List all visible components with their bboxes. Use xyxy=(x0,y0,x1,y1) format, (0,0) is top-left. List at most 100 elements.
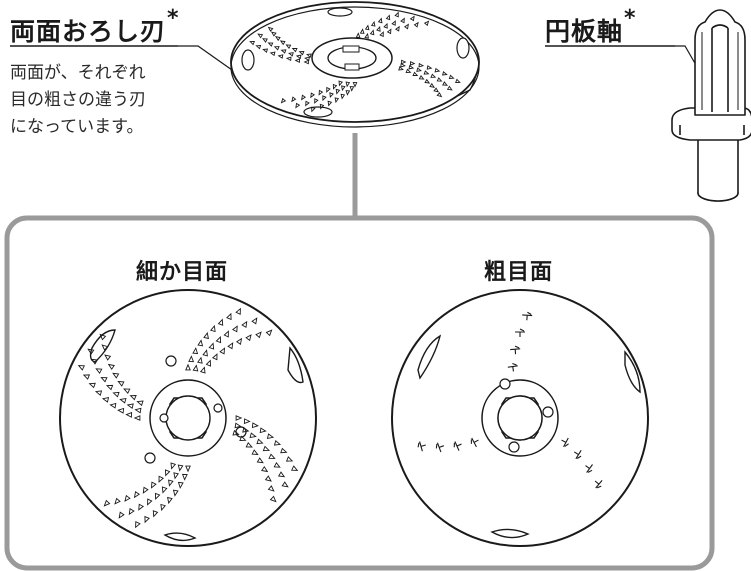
fine-tooth xyxy=(134,407,142,414)
top-disc-tooth xyxy=(273,46,280,51)
top-disc-tooth xyxy=(306,53,312,59)
fine-tooth xyxy=(90,358,99,365)
fine-tooth xyxy=(150,481,157,489)
fine-tooth xyxy=(227,342,234,350)
top-disc-tooth xyxy=(267,26,274,32)
fine-tooth xyxy=(199,366,206,374)
fine-tooth xyxy=(109,402,117,409)
fine-tooth xyxy=(239,435,247,441)
fine-tooth xyxy=(101,397,110,403)
top-disc-tooth xyxy=(446,85,453,91)
top-disc-tooth xyxy=(370,20,376,27)
fine-tooth xyxy=(251,317,258,325)
fine-tooth xyxy=(103,499,111,507)
top-disc-tooth xyxy=(359,28,365,34)
fine-tooth xyxy=(273,461,281,468)
fine-tooth xyxy=(249,432,257,438)
top-disc-tooth xyxy=(418,62,425,68)
shaft-title-asterisk: * xyxy=(624,6,637,31)
fine-tooth xyxy=(266,433,275,439)
top-disc-tooth xyxy=(345,90,351,96)
coarse-blade xyxy=(585,464,593,473)
fine-tooth xyxy=(112,372,120,379)
top-disc-tooth xyxy=(291,48,298,53)
fine-tooth xyxy=(144,515,150,524)
coarse-blade xyxy=(594,480,603,489)
fine-tooth xyxy=(117,380,125,387)
disc-leader-line xyxy=(178,45,233,71)
fine-tooth xyxy=(118,511,125,519)
top-disc-tooth xyxy=(418,74,425,80)
fine-tooth xyxy=(251,422,259,429)
top-disc-tooth xyxy=(409,60,416,66)
coarse-blade xyxy=(435,442,445,453)
fine-tooth xyxy=(280,447,288,454)
fine-tooth xyxy=(100,377,108,383)
fine-tooth xyxy=(172,489,179,497)
fine-tooth xyxy=(161,486,168,494)
coarse-face-label: 粗目面 xyxy=(484,260,554,285)
top-disc-tooth xyxy=(401,59,407,65)
top-disc-tooth xyxy=(249,41,255,46)
fine-tooth xyxy=(133,491,141,499)
top-disc-tooth xyxy=(405,68,412,73)
fine-tooth xyxy=(242,427,250,433)
fine-tooth xyxy=(264,475,272,482)
fine-tooth xyxy=(133,415,141,421)
fine-tooth xyxy=(147,498,153,506)
top-disc-tooth xyxy=(267,42,274,47)
top-disc-tooth xyxy=(441,71,448,76)
top-disc-tooth xyxy=(295,54,302,60)
fine-tooth xyxy=(119,398,127,404)
fine-face-label: 細か目面 xyxy=(136,260,229,285)
fine-tooth xyxy=(101,344,109,351)
top-disc-tooth xyxy=(262,48,269,53)
top-disc-tooth xyxy=(426,65,433,70)
top-disc-tooth xyxy=(423,70,430,75)
top-disc-tooth xyxy=(335,88,341,95)
fine-tooth xyxy=(232,429,240,436)
top-disc-tooth xyxy=(255,45,262,50)
top-disc-tooth xyxy=(376,25,381,32)
top-disc-tooth xyxy=(394,11,399,18)
top-disc-tooth xyxy=(377,17,383,24)
fine-tooth xyxy=(181,473,188,481)
top-disc-tooth xyxy=(341,85,346,92)
top-disc-tooth xyxy=(408,64,415,70)
top-disc-tooth xyxy=(398,65,404,71)
fine-tooth xyxy=(87,348,95,355)
fine-tooth xyxy=(95,368,103,375)
top-disc-tooth xyxy=(310,92,316,99)
disc-description-line-2: 目の粗さの違う刃 xyxy=(10,90,146,110)
fine-tooth xyxy=(114,497,121,505)
fine-tooth xyxy=(226,312,232,321)
top-disc-tooth xyxy=(318,89,324,96)
fine-tooth xyxy=(82,374,91,380)
fine-tooth xyxy=(217,318,224,326)
top-disc-tooth xyxy=(442,81,448,86)
top-disc-tooth xyxy=(352,82,358,88)
fine-tooth xyxy=(197,339,204,347)
top-disc-tooth xyxy=(298,51,305,56)
fine-tooth xyxy=(261,465,269,473)
fine-tooth xyxy=(124,494,131,502)
top-disc-tooth xyxy=(262,38,268,43)
coarse-blade xyxy=(417,441,426,452)
fine-tooth xyxy=(168,479,174,487)
fine-tooth xyxy=(277,471,286,478)
fine-tooth xyxy=(99,333,107,341)
disc-description: 両面が、それぞれ 目の粗さの違う刃 になっています。 xyxy=(10,60,190,141)
fine-tooth xyxy=(262,445,271,452)
top-disc-tooth xyxy=(332,83,338,90)
fine-tooth xyxy=(170,462,177,470)
top-disc-tooth xyxy=(430,73,437,78)
fine-tooth xyxy=(105,384,114,391)
top-disc-tooth xyxy=(329,92,334,99)
top-disc-tooth xyxy=(409,15,415,22)
fine-tooth xyxy=(208,342,215,350)
fine-tooth xyxy=(77,365,86,371)
fine-tooth xyxy=(107,363,115,371)
fine-tooth xyxy=(205,359,211,367)
fine-tooth xyxy=(259,427,267,434)
top-disc-tooth xyxy=(303,59,309,65)
